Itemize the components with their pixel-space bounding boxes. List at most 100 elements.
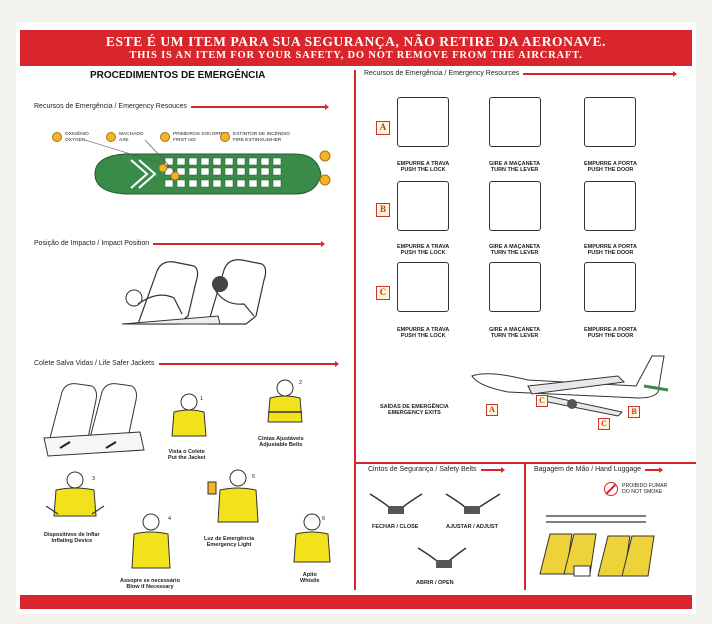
exit-c-step-2-pt: GIRE A MAÇANETA [489,327,541,333]
belts-section-label: Cintos de Segurança / Safety Belts [368,466,477,473]
exit-marker-a: A [486,404,498,416]
banner-line-en: THIS IS AN ITEM FOR YOUR SAFETY, DO NOT … [129,50,583,61]
exit-a-step-1 [397,97,449,147]
section-rule-arrow [324,103,329,110]
emergency-exits-pt: SAÍDAS DE EMERGÊNCIA [380,404,449,410]
vest-step-4-pt: Assopre se necessário [120,578,180,584]
vest-step-5-en: Emergency Light [206,542,252,549]
section-rule-arrow [673,70,678,77]
vest-step-2-number: 2 [299,380,303,386]
procedures-title: PROCEDIMENTOS DE EMERGÊNCIA [90,70,266,81]
vest-step-1 [171,393,207,437]
vest-step-6-number: 6 [322,516,326,522]
belts-luggage-divider [524,462,526,590]
vest-step-2-en: Adjustable Belts [259,442,303,449]
vest-step-6-pt: Apito [302,572,317,578]
exit-row-b-letter: B [376,203,390,217]
legend-oxygen-pt: OXIGÊNIO [65,132,89,137]
banner-line-pt: ESTE É UM ITEM PARA SUA SEGURANÇA, NÃO R… [105,34,607,49]
legend-fire-en: FIRE EXTINGUISHER [233,137,282,143]
no-smoking-en: DO NOT SMOKE [622,489,663,495]
vest-step-3-en: Inflating Device [51,538,93,545]
hand-luggage-illustration [539,515,655,577]
exit-c-step-2 [489,262,541,312]
vest-step-4-en: Blow if Necessary [126,584,174,591]
footer-stripe [20,595,692,609]
exits-section-header: Recursos de Emergência / Emergency Resou… [364,70,678,77]
belt-adjust-label: AJUSTAR / ADJUST [446,524,498,530]
exit-a-step-2-en: TURN THE LEVER [490,167,539,174]
seat-jacket-location-illustration [43,383,145,457]
aircraft-exits-diagram [471,355,669,417]
exit-b-step-1-pt: EMPURRE A TRAVA [397,244,450,250]
exit-b-step-1 [397,181,449,231]
section-rule [153,242,322,245]
luggage-section-header: Bagagem de Mão / Hand Luggage [534,466,664,473]
vest-step-3-pt: Dispositivos de Inflar [44,532,100,538]
exit-c-step-3-pt: EMPURRE A PORTA [584,327,637,333]
vest-step-4-number: 4 [168,516,172,522]
resources-section-header: Recursos de Emergência / Emergency Resou… [34,103,329,110]
section-rule-arrow [500,466,505,473]
vest-step-5-number: 5 [252,474,256,480]
axe-icon [106,132,116,142]
oxygen-icon [52,132,62,142]
exit-b-step-1-en: PUSH THE LOCK [400,250,446,257]
exit-a-step-1-en: PUSH THE LOCK [400,167,446,174]
vest-step-2 [267,379,303,423]
impact-section-header: Posição de Impacto / Impact Position [34,240,326,247]
jackets-section-header: Colete Salva Vidas / Life Safer Jackets [34,360,339,367]
vest-step-1-en: Put the Jacket [168,455,206,462]
no-smoking-pt: PROIBIDO FUMAR [622,482,668,489]
exit-b-step-3-en: PUSH THE DOOR [587,250,634,257]
seat-belt-illustration [369,493,501,568]
vest-step-4 [131,513,171,569]
exit-marker-c-2: C [598,418,610,430]
exit-marker-c-1: C [536,395,548,407]
vest-step-3 [45,471,105,517]
belt-fasten-label: FECHAR / CLOSE [372,524,419,530]
luggage-section-label: Bagagem de Mão / Hand Luggage [534,466,642,473]
legend-oxygen-en: OXYGEN [65,137,86,143]
exit-a-step-1-pt: EMPURRE A TRAVA [397,161,450,167]
section-rule [190,105,325,108]
belts-section-header: Cintos de Segurança / Safety Belts [368,466,505,473]
emergency-exits-en: EMERGENCY EXITS [387,410,441,417]
legend-first-aid-en: FIRST AID [173,137,196,143]
exit-c-step-1 [397,262,449,312]
belt-open-label: ABRIR / OPEN [416,580,454,586]
fire-extinguisher-icon [220,132,230,142]
exit-c-step-3-en: PUSH THE DOOR [587,333,634,340]
exit-c-step-1-pt: EMPURRE A TRAVA [397,327,450,333]
legend-fire-pt: EXTINTOR DE INCÊNDIO [233,132,290,137]
legend-axe-pt: MACHADO [119,132,144,137]
cabin-layout-diagram [84,139,331,195]
section-rule-arrow [659,466,664,473]
exit-b-step-2-pt: GIRE A MAÇANETA [489,244,541,250]
legend-axe-en: AXE [119,137,129,143]
safety-banner: ESTE É UM ITEM PARA SUA SEGURANÇA, NÃO R… [20,30,692,66]
exit-row-c-letter: C [376,286,390,300]
exit-a-step-2-pt: GIRE A MAÇANETA [489,161,541,167]
vest-step-1-number: 1 [200,396,204,402]
exit-a-step-3-en: PUSH THE DOOR [587,167,634,174]
column-divider [354,70,356,590]
vest-step-3-number: 3 [92,476,96,482]
vest-step-6 [293,513,331,563]
jackets-section-label: Colete Salva Vidas / Life Safer Jackets [34,360,155,367]
impact-section-label: Posição de Impacto / Impact Position [34,240,150,247]
